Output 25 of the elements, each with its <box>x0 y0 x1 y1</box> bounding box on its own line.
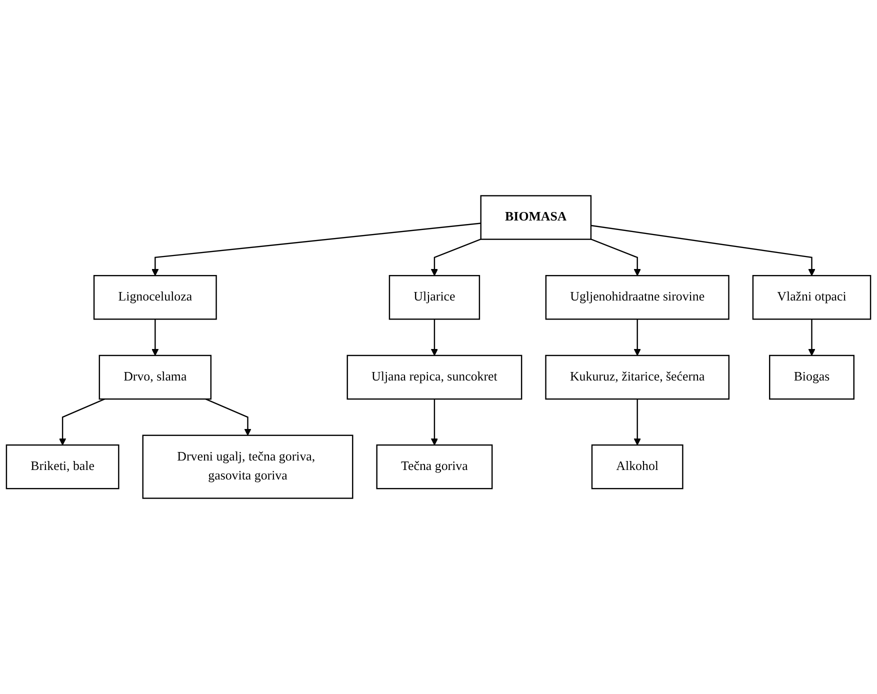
node-box: Tečna goriva <box>376 444 493 490</box>
node-box: Ugljenohidraatne sirovine <box>545 275 730 320</box>
node-box: Uljana repica, suncokret <box>346 354 522 400</box>
node-box: Alkohol <box>591 444 684 490</box>
node-box: Biogas <box>769 354 854 400</box>
arrow <box>430 399 438 446</box>
arrow <box>634 399 641 446</box>
arrow <box>205 398 252 436</box>
arrow <box>59 398 105 446</box>
arrow <box>430 238 482 276</box>
node-box: Uljarice <box>388 275 480 320</box>
node-box: Drveni ugalj, tečna goriva, gasovita goriva <box>142 434 354 499</box>
arrow <box>590 238 641 276</box>
node-box: Lignoceluloza <box>93 275 217 320</box>
arrow <box>634 319 641 356</box>
arrow <box>590 224 816 276</box>
arrow <box>152 319 159 356</box>
arrow <box>430 319 438 356</box>
node-box: Kukuruz, žitarice, šećerna <box>545 354 730 400</box>
arrow <box>808 319 816 356</box>
node-box: Drvo, slama <box>98 354 212 400</box>
node-box: Briketi, bale <box>6 444 120 490</box>
node-box: Vlažni otpaci <box>752 275 872 320</box>
node-box: BIOMASA <box>480 195 592 240</box>
arrow <box>152 222 481 276</box>
